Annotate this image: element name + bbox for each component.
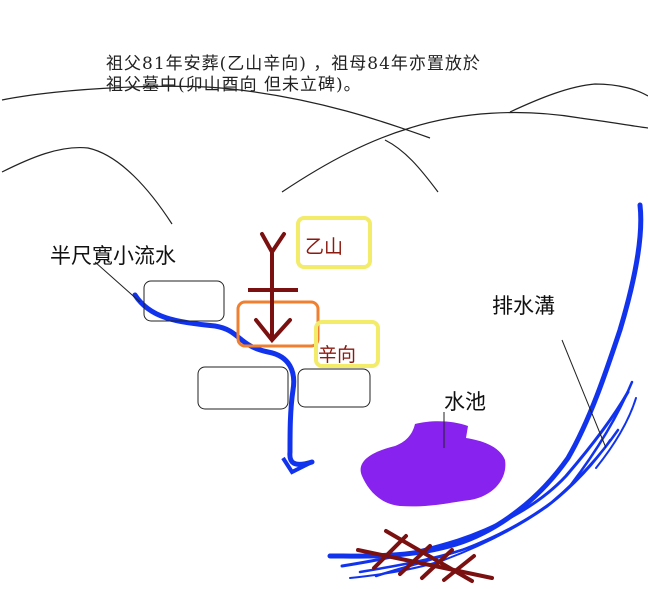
hill-outline-back [1,85,431,139]
mountain-label-box [296,216,372,269]
railway-track [356,529,494,583]
facing-label: 辛向 [318,344,357,366]
pond-label: 水池 [444,390,486,414]
grave-box [236,300,320,348]
stream-label: 半尺寬小流水 [50,244,176,268]
plot-box-lower-left [197,366,289,410]
caption-line-1: 祖父81年安葬(乙山辛向) ，祖母84年亦置放於 [106,54,481,74]
hill-outline-middle [281,111,648,193]
hill-outline-right [384,139,439,193]
caption-line-2: 祖父墓中(卯山酉向 但未立碑)。 [106,75,362,95]
ditch-pointer-line [561,339,607,449]
hill-outline-far-right [509,83,648,113]
plot-box-lower-right [297,368,371,408]
direction-arrow-head [254,318,292,344]
ditch-label: 排水溝 [492,294,555,318]
small-stream [132,292,315,467]
plot-box-upper-left [143,280,225,322]
pond [360,421,506,507]
direction-arrow-fork [260,232,286,256]
stream-mouth [281,456,313,475]
stream-pointer-line [94,261,141,303]
hill-outline-left [1,146,173,225]
mountain-label: 乙山 [305,236,344,258]
facing-label-box [314,320,380,368]
